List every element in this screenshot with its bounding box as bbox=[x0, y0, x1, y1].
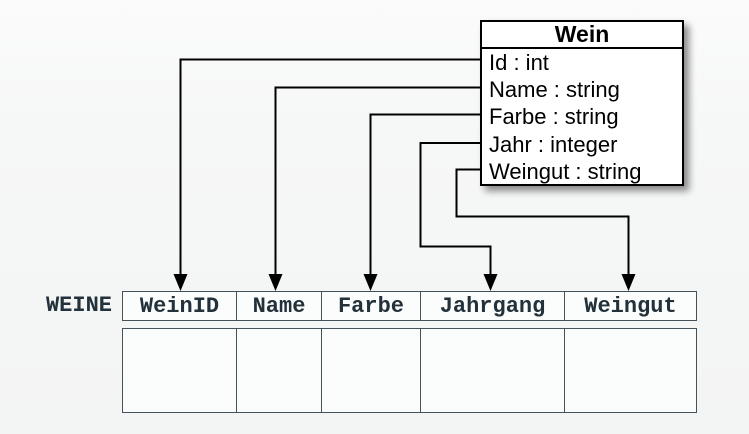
uml-class-box-wein: Wein Id : int Name : string Farbe : stri… bbox=[480, 20, 684, 186]
table-body-cell bbox=[236, 329, 321, 412]
table-body-cell bbox=[321, 329, 420, 412]
class-attribute-jahr: Jahr : integer bbox=[489, 131, 618, 157]
table-body-cell bbox=[123, 329, 236, 412]
table-header-row: WeinID Name Farbe Jahrgang Weingut bbox=[122, 291, 697, 321]
table-body-row bbox=[122, 328, 697, 413]
class-attribute-id: Id : int bbox=[489, 50, 549, 75]
class-attribute-weingut: Weingut : string bbox=[489, 158, 642, 184]
connector-id-to-weinid bbox=[173, 58, 500, 291]
table-body-cell bbox=[420, 329, 564, 412]
table-name-label: WEINE bbox=[45, 293, 112, 318]
column-header-jahrgang: Jahrgang bbox=[420, 292, 564, 320]
column-header-farbe: Farbe bbox=[321, 292, 420, 320]
column-header-weinid: WeinID bbox=[139, 293, 220, 319]
connector-weingut-to-weingut bbox=[455, 168, 636, 291]
class-attribute-farbe: Farbe : string bbox=[489, 104, 619, 130]
connector-name-to-name bbox=[268, 86, 500, 291]
class-attribute-list: Id : int Name : string Farbe : string Ja… bbox=[482, 49, 682, 185]
class-title: Wein bbox=[482, 22, 682, 49]
column-header-weingut: Weingut bbox=[564, 292, 696, 320]
table-body-cell bbox=[564, 329, 696, 412]
column-header-name: Name bbox=[236, 292, 321, 320]
class-attribute-name: Name : string bbox=[489, 77, 620, 103]
